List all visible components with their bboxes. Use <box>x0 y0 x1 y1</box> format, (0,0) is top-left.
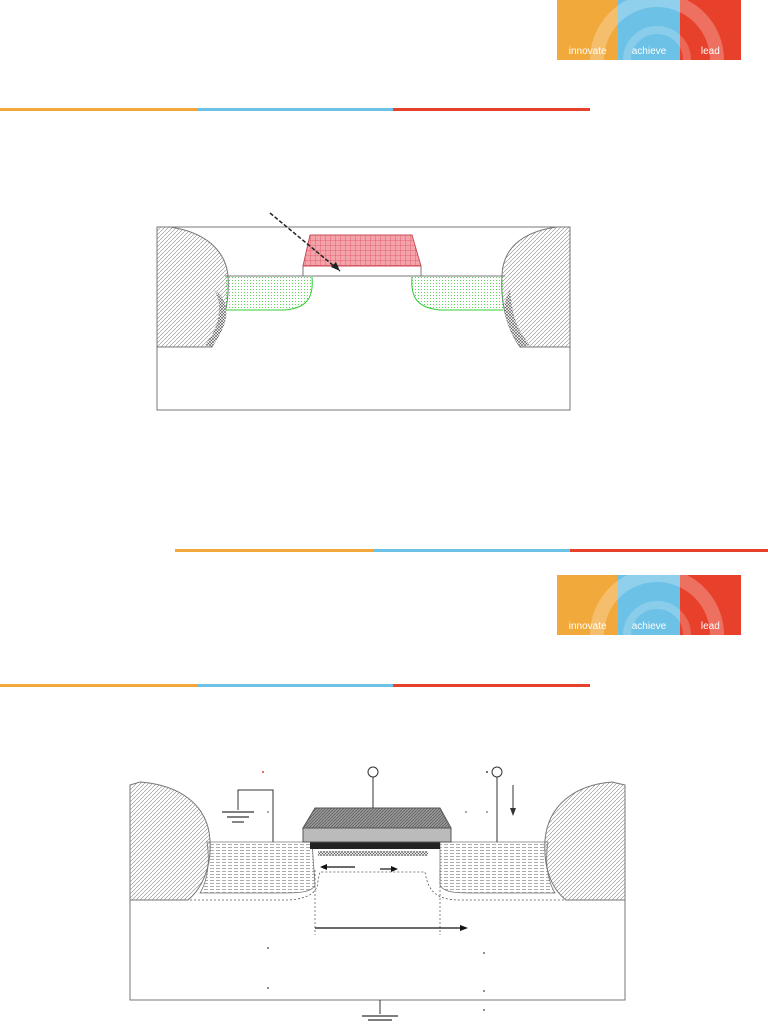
ground-icon <box>362 1015 398 1021</box>
polysilicon-gate <box>302 234 422 267</box>
gate-oxide <box>310 842 440 849</box>
logo-segment-innovate: innovate <box>557 575 619 635</box>
channel-region <box>318 851 428 856</box>
mosfet-biased-cross-section-bottom <box>129 766 626 1021</box>
terminal-circle-icon <box>367 766 379 778</box>
left-field-oxide <box>129 781 211 901</box>
mark-dot <box>483 952 485 954</box>
gate-oxide <box>302 265 422 277</box>
logo-segment-achieve: achieve <box>618 0 680 60</box>
terminal-circle-icon <box>491 766 503 778</box>
source-region <box>226 277 313 310</box>
left-oxide-shadow <box>205 290 227 347</box>
mosfet-cross-section-top <box>156 212 571 411</box>
mark-dot <box>486 771 488 773</box>
depletion-boundary <box>190 871 565 901</box>
gate-electrode <box>302 807 452 829</box>
arrowhead-icon <box>331 262 340 271</box>
mark-dot <box>486 811 488 813</box>
header-stripe-top <box>0 108 591 111</box>
source-wire <box>237 789 274 842</box>
right-field-oxide <box>544 781 626 901</box>
logo-segment-lead: lead <box>679 0 741 60</box>
mark-dot <box>483 990 485 992</box>
mark-dot <box>267 947 269 949</box>
source-region <box>199 841 316 894</box>
drain-region <box>439 841 556 894</box>
right-oxide-shadow <box>504 290 530 347</box>
arrowhead-icon <box>510 808 516 816</box>
oxide-pointer-arrow <box>269 212 341 272</box>
ground-icon <box>222 811 254 823</box>
arrowhead-icon <box>460 925 468 931</box>
arrowhead-icon <box>391 866 398 872</box>
header-stripe-bottom <box>0 684 591 687</box>
mark-dot <box>483 1009 485 1011</box>
drain-junction <box>411 276 503 311</box>
logo-segment-lead: lead <box>679 575 741 635</box>
mark-dot <box>465 811 467 813</box>
slide-divider-stripe <box>175 549 768 552</box>
source-junction <box>226 276 313 311</box>
logo-segment-innovate: innovate <box>557 0 619 60</box>
gate-insulator-layer <box>302 827 452 843</box>
drain-region <box>411 277 503 310</box>
mark-dot <box>267 987 269 989</box>
arrowhead-icon <box>320 864 327 870</box>
mark-dot <box>262 771 264 773</box>
mark-dot <box>267 811 269 813</box>
logo-segment-achieve: achieve <box>618 575 680 635</box>
